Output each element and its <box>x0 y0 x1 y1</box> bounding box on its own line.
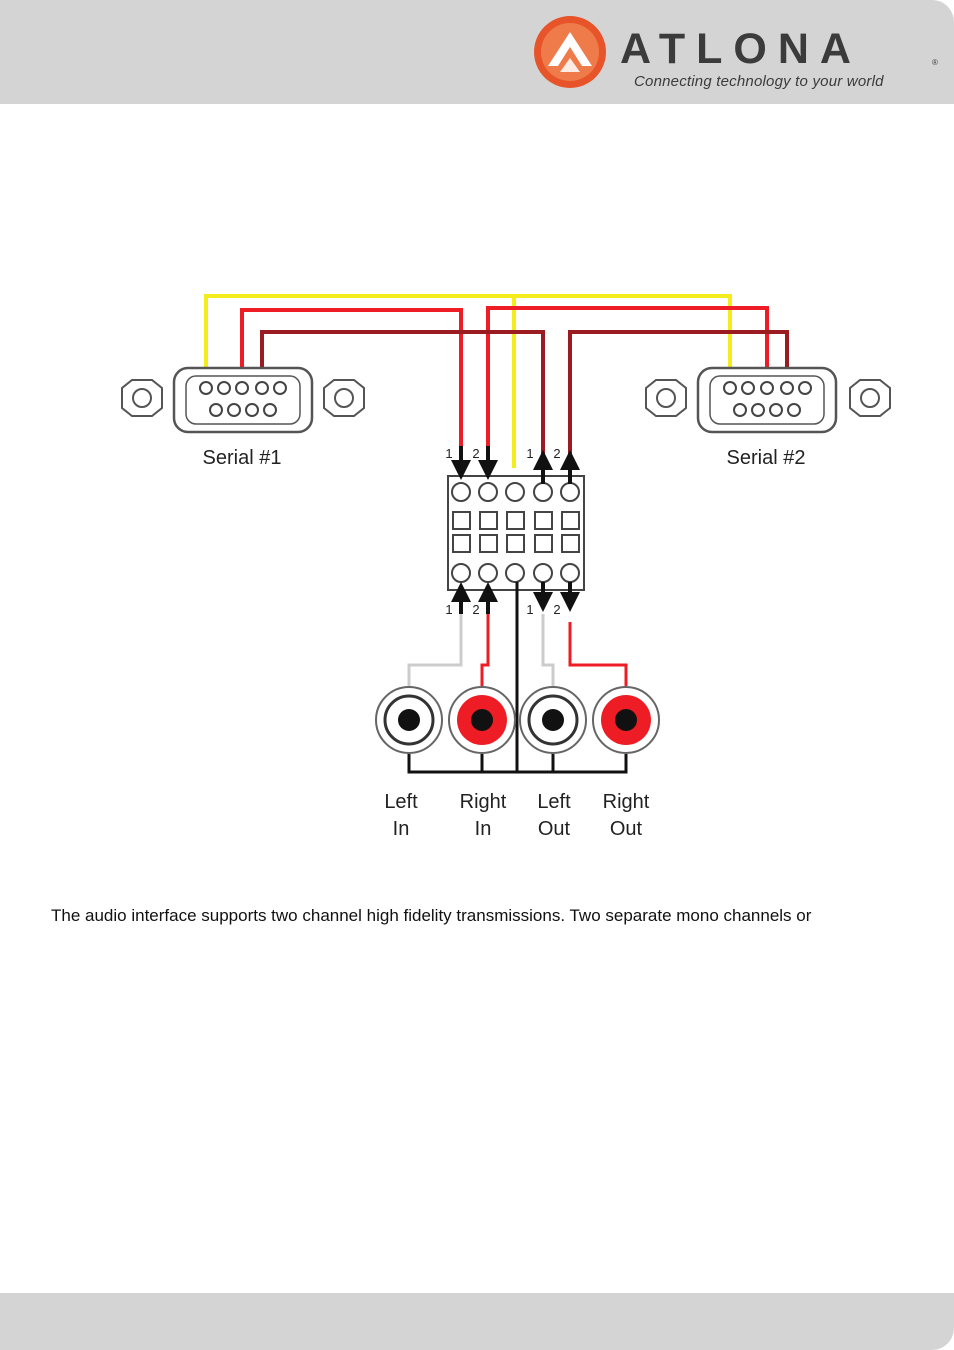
serial2-label: Serial #2 <box>727 447 806 469</box>
serial-wires <box>204 294 789 470</box>
pin-label: 2 <box>472 446 479 461</box>
body-paragraph: The audio interface supports two channel… <box>51 906 812 925</box>
rca-label: Right <box>460 791 507 813</box>
pin-label: 2 <box>472 602 479 617</box>
pin-label: 1 <box>445 446 452 461</box>
rca-label: Out <box>610 818 643 840</box>
brand-tagline: Connecting technology to your world <box>634 73 884 90</box>
brand-wordmark: ATLONA <box>620 25 862 73</box>
rca-left-out <box>519 686 587 754</box>
serial1-label: Serial #1 <box>203 447 282 469</box>
pin-label: 1 <box>526 602 533 617</box>
signal-arrows <box>451 446 580 614</box>
audio-wires <box>407 582 628 774</box>
pin-label: 1 <box>445 602 452 617</box>
brand-logo: ATLONA ® Connecting technology to your w… <box>532 14 942 94</box>
rca-label: In <box>393 818 410 840</box>
pin-label: 2 <box>553 446 560 461</box>
header-band <box>0 0 954 104</box>
rca-left-in <box>375 686 443 754</box>
rca-label: Left <box>537 791 571 813</box>
rca-label: In <box>475 818 492 840</box>
terminal-block <box>447 475 585 591</box>
rca-label: Left <box>384 791 418 813</box>
serial-port-2 <box>645 366 891 434</box>
footer-band <box>0 1293 954 1350</box>
rca-right-out <box>592 686 660 754</box>
wiring-diagram: Serial #1 Serial #2 <box>121 294 891 840</box>
rca-right-in <box>448 686 516 754</box>
pin-label: 1 <box>526 446 533 461</box>
rca-label: Right <box>603 791 650 813</box>
serial-port-1 <box>121 366 365 434</box>
registered-mark: ® <box>932 58 938 67</box>
pin-label: 2 <box>553 602 560 617</box>
atlona-logo-icon <box>534 16 606 88</box>
rca-label: Out <box>538 818 571 840</box>
